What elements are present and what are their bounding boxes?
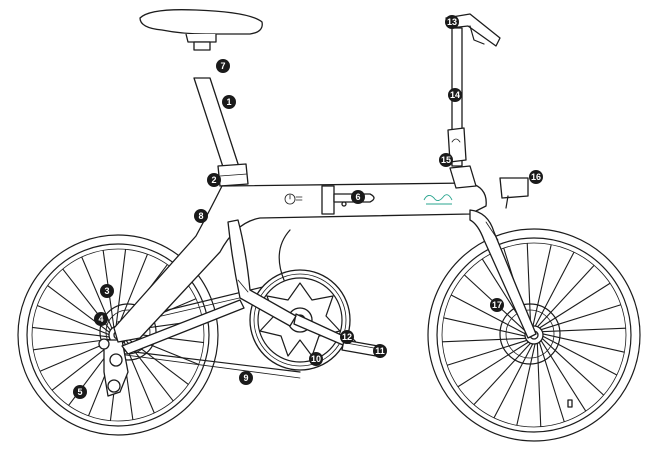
spoke [32,326,111,338]
callout-16: 16 [529,170,543,184]
spoke [516,342,536,426]
callout-17: 17 [490,298,504,312]
svg-text:11: 11 [375,346,385,356]
svg-text:14: 14 [450,90,460,100]
front-wheel-spokes [442,243,626,427]
svg-text:16: 16 [531,172,541,182]
power-switch-icon [284,193,303,205]
spoke [526,243,532,328]
svg-text:15: 15 [441,155,451,165]
stem-fold-latch [447,127,467,163]
spoke [536,264,595,328]
callout-14: 14 [448,88,462,102]
svg-text:5: 5 [77,387,82,397]
callout-6: 6 [351,190,365,204]
saddle [139,9,263,51]
svg-text:6: 6 [355,192,360,202]
svg-text:2: 2 [211,175,216,185]
spoke [457,341,530,388]
front-fork [469,209,537,339]
front-brake-rotor [499,303,561,365]
spoke [540,339,587,412]
svg-text:13: 13 [447,17,457,27]
callout-9: 9 [239,371,253,385]
svg-text:10: 10 [311,354,321,364]
callout-11: 11 [373,344,387,358]
callout-8: 8 [194,209,208,223]
svg-text:17: 17 [492,300,502,310]
spoke [541,327,626,333]
callout-3: 3 [100,284,114,298]
brake-lever [469,25,485,45]
svg-text:1: 1 [226,97,231,107]
svg-text:3: 3 [104,286,109,296]
front-valve [567,399,573,408]
svg-text:7: 7 [220,61,225,71]
spoke [450,294,527,335]
svg-text:12: 12 [342,332,352,342]
callout-7: 7 [216,59,230,73]
callout-15: 15 [439,153,453,167]
callout-1: 1 [222,95,236,109]
spoke [538,282,611,329]
callout-5: 5 [73,385,87,399]
headlight [499,177,529,209]
spoke [446,339,528,366]
callout-13: 13 [445,15,459,29]
spoke [37,305,111,336]
spoke [534,251,575,328]
svg-text:9: 9 [243,373,248,383]
callout-12: 12 [340,330,354,344]
spoke [117,254,148,328]
spoke [532,244,552,328]
spoke [536,342,542,427]
spoke [538,341,565,423]
spoke [541,335,618,376]
brake-cable [278,229,291,281]
callout-10: 10 [309,352,323,366]
spoke [541,337,605,396]
spoke [442,337,527,343]
lower-chain-stay [121,299,245,355]
callout-4: 4 [94,312,108,326]
chain-stay [227,219,297,327]
spoke [473,342,532,406]
spoke [443,317,527,337]
spoke [33,338,112,351]
svg-text:8: 8 [198,211,203,221]
front-wheel [427,228,641,442]
brand-logo-icon [423,194,453,205]
head-tube [449,165,477,189]
spoke [540,304,622,331]
callout-2: 2 [207,173,221,187]
seat-post [193,77,241,171]
spoke [541,333,625,353]
svg-text:4: 4 [98,314,103,324]
spoke [115,249,127,328]
spoke [493,342,534,419]
